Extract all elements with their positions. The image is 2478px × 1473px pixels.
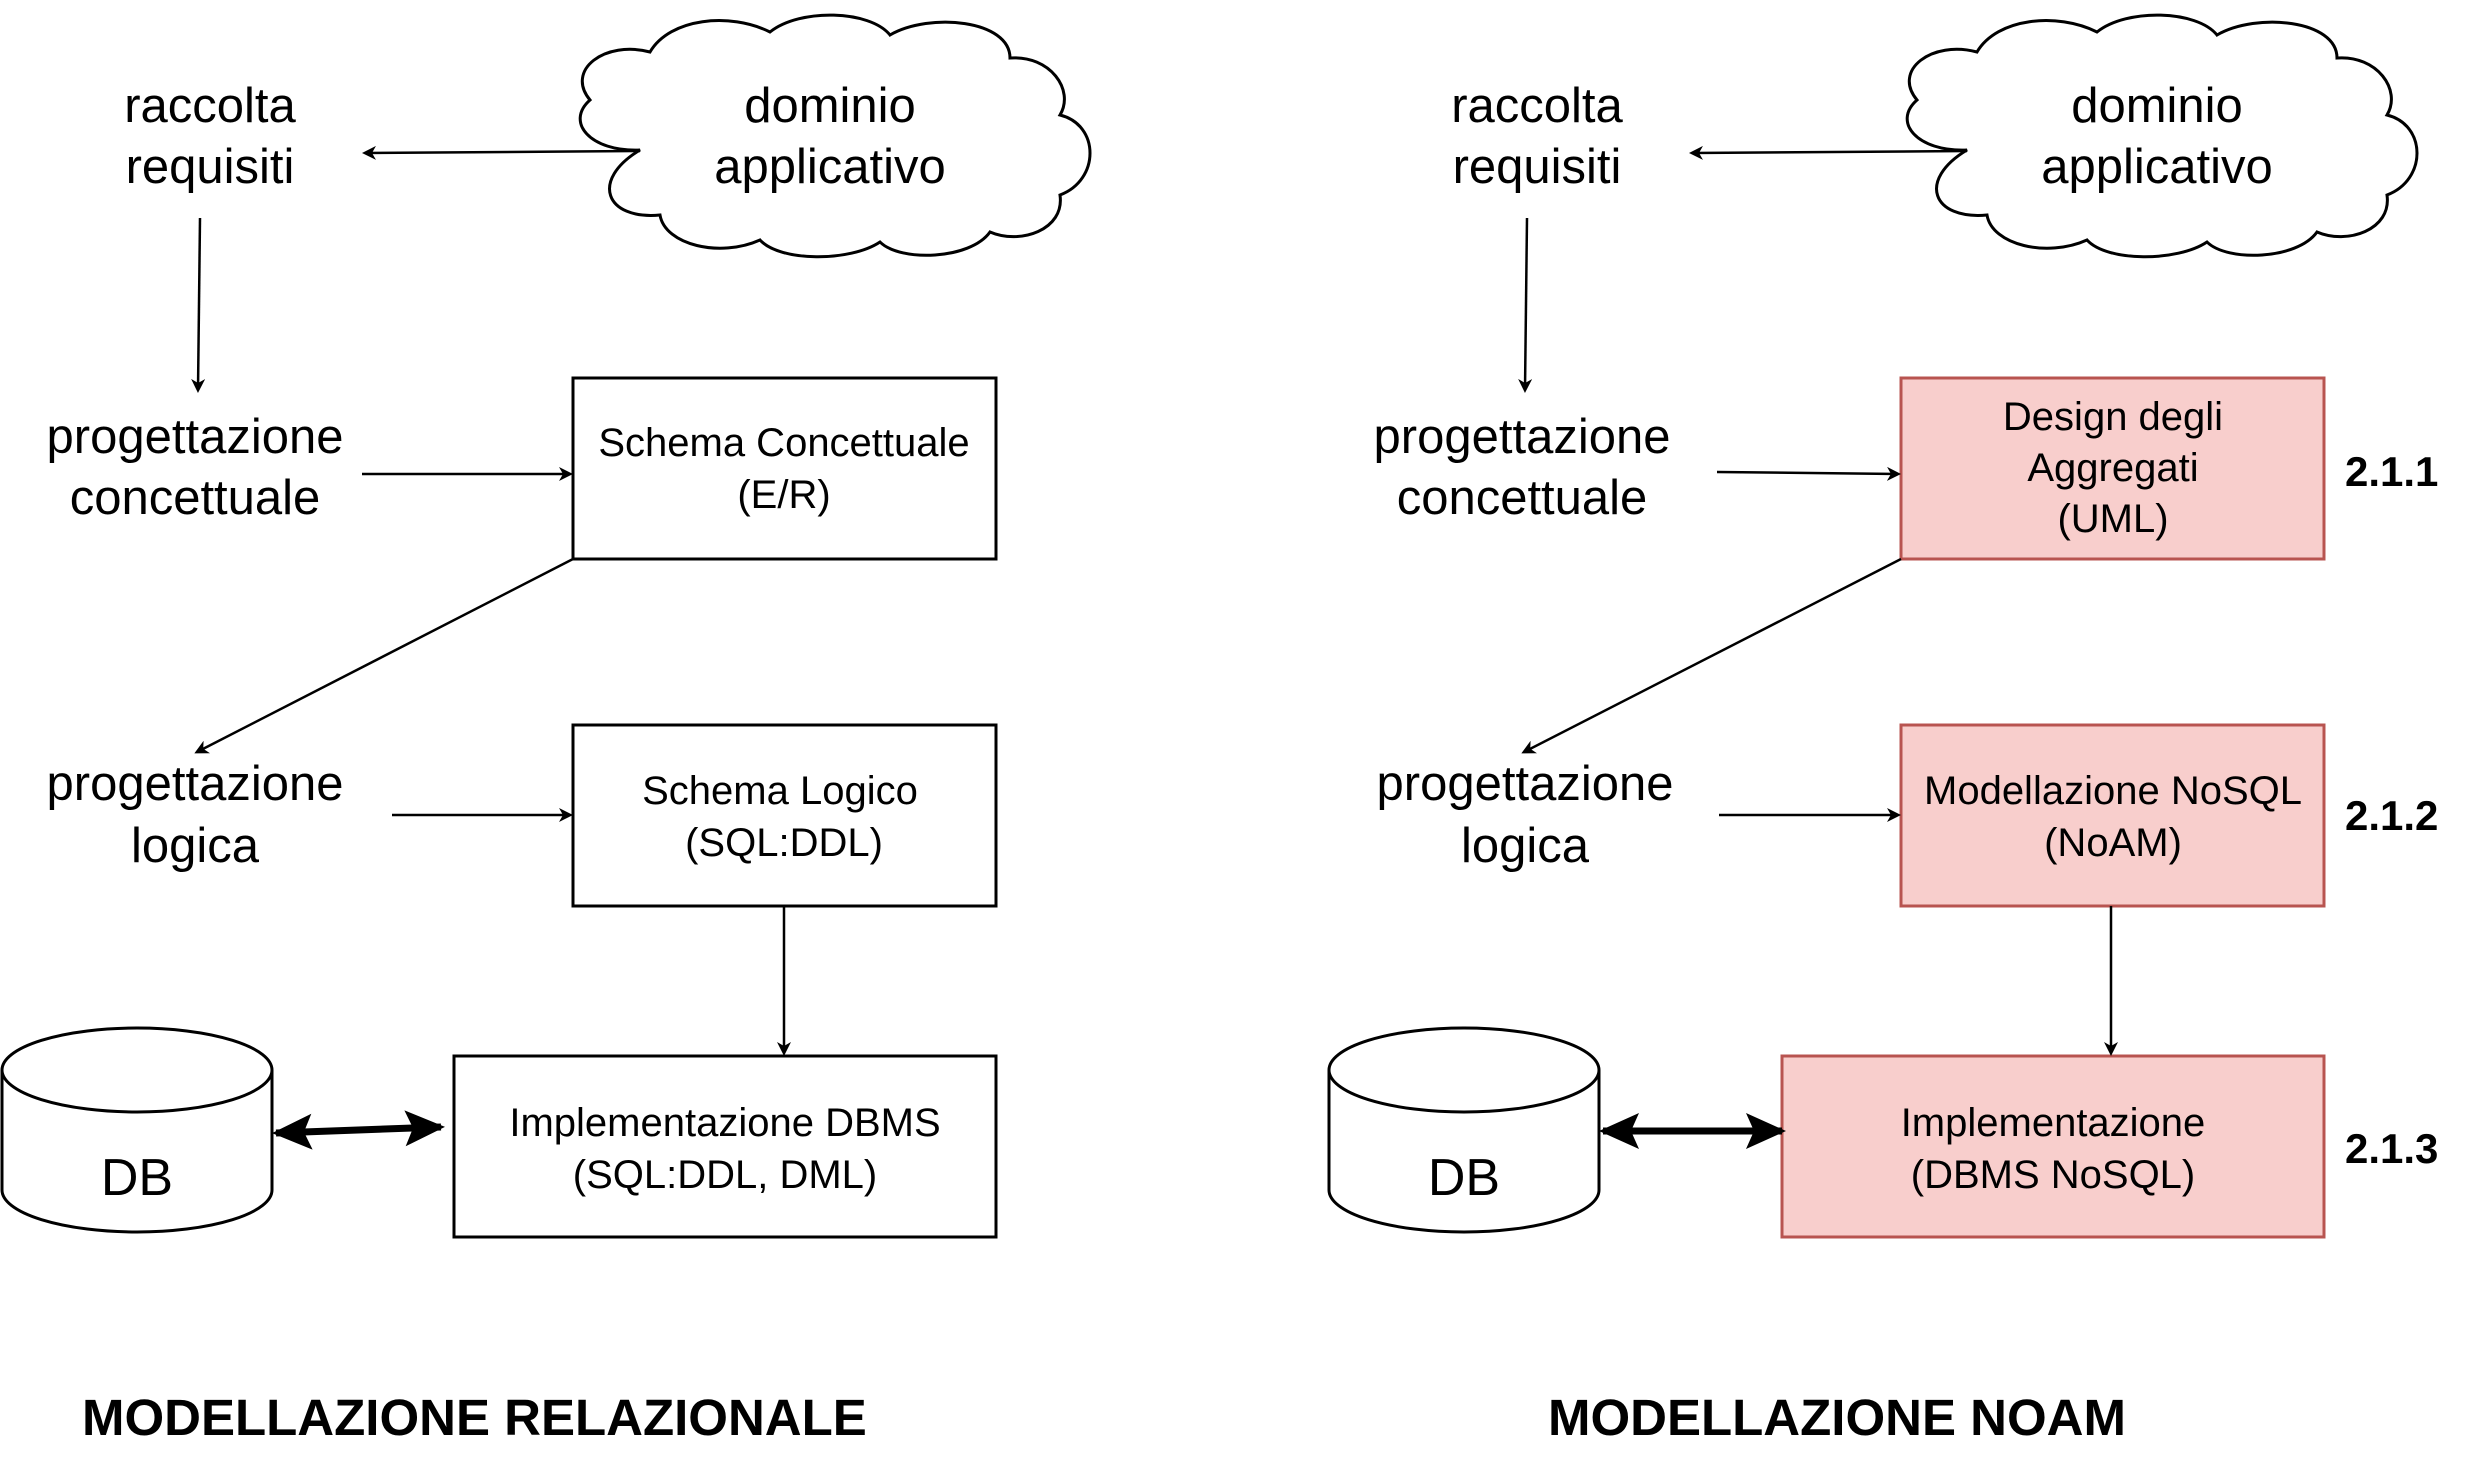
conceptual-design-label-line1: progettazione	[47, 410, 344, 464]
domain-cloud	[578, 13, 1092, 259]
nosql-modeling-line1: Modellazione NoSQL	[1924, 769, 2302, 813]
noam-arrow-domain-to-requirements	[1689, 145, 1968, 160]
dbms-implementation-line2: (SQL:DDL, DML)	[573, 1153, 878, 1197]
nosql-modeling-box	[1899, 723, 2326, 908]
arrow-db-implementation-bidirectional	[272, 1110, 445, 1150]
logical-design-label-line2: logica	[131, 819, 260, 873]
logical-schema-line2: (SQL:DDL)	[685, 821, 883, 865]
noam-arrow-requirements-to-conceptual	[1518, 217, 1533, 393]
conceptual-schema-box	[571, 376, 998, 561]
noam-diagram: raccolta requisiti dominio applicativo p…	[1327, 13, 2438, 1446]
noam-requirements-label-line2: requisiti	[1453, 140, 1622, 194]
conceptual-schema-line2: (E/R)	[737, 473, 830, 517]
relational-diagram: raccolta requisiti dominio applicativo p…	[0, 13, 1092, 1446]
noam-domain-cloud	[1905, 13, 2419, 259]
aggregate-design-line1: Design degli	[2003, 395, 2223, 439]
database-label: DB	[101, 1149, 173, 1207]
domain-label-line1: dominio	[744, 79, 916, 133]
arrow-schema-to-logical-design	[194, 557, 574, 754]
arrow-requirements-to-conceptual	[191, 217, 206, 393]
noam-arrow-aggregates-to-logical-design	[1521, 557, 1902, 754]
relational-title: MODELLAZIONE RELAZIONALE	[82, 1389, 867, 1446]
conceptual-schema-line1: Schema Concettuale	[598, 421, 969, 465]
section-number-1: 2.1.1	[2345, 448, 2438, 495]
section-number-2: 2.1.2	[2345, 792, 2438, 839]
logical-design-label-line1: progettazione	[47, 757, 344, 811]
nosql-implementation-line2: (DBMS NoSQL)	[1911, 1153, 2196, 1197]
noam-title: MODELLAZIONE NOAM	[1548, 1389, 2126, 1446]
noam-conceptual-design-label-line2: concettuale	[1397, 471, 1648, 525]
noam-logical-design-label-line2: logica	[1461, 819, 1590, 873]
requirements-label-line2: requisiti	[126, 140, 295, 194]
database-cylinder: DB	[0, 1026, 274, 1234]
nosql-modeling-line2: (NoAM)	[2044, 821, 2182, 865]
noam-domain-label-line2: applicativo	[2041, 140, 2273, 194]
domain-label-line2: applicativo	[714, 140, 946, 194]
nosql-implementation-line1: Implementazione	[1901, 1101, 2206, 1145]
dbms-implementation-box	[452, 1054, 998, 1239]
arrow-domain-to-requirements	[362, 145, 641, 160]
requirements-label-line1: raccolta	[124, 79, 296, 133]
section-number-3: 2.1.3	[2345, 1125, 2438, 1172]
logical-schema-box	[571, 723, 998, 908]
aggregate-design-box	[1899, 376, 2326, 561]
noam-database-cylinder: DB	[1327, 1026, 1601, 1234]
aggregate-design-line3: (UML)	[2057, 497, 2168, 541]
noam-conceptual-design-label-line1: progettazione	[1374, 410, 1671, 464]
aggregate-design-line2: Aggregati	[2027, 446, 2198, 490]
noam-requirements-label-line1: raccolta	[1451, 79, 1623, 133]
noam-logical-design-label-line1: progettazione	[1377, 757, 1674, 811]
logical-schema-line1: Schema Logico	[642, 769, 918, 813]
noam-domain-label-line1: dominio	[2071, 79, 2243, 133]
conceptual-design-label-line2: concettuale	[70, 471, 321, 525]
noam-arrow-conceptual-to-aggregates	[1716, 466, 1901, 481]
dbms-implementation-line1: Implementazione DBMS	[509, 1101, 940, 1145]
nosql-implementation-box	[1780, 1054, 2326, 1239]
noam-database-label: DB	[1428, 1149, 1500, 1207]
